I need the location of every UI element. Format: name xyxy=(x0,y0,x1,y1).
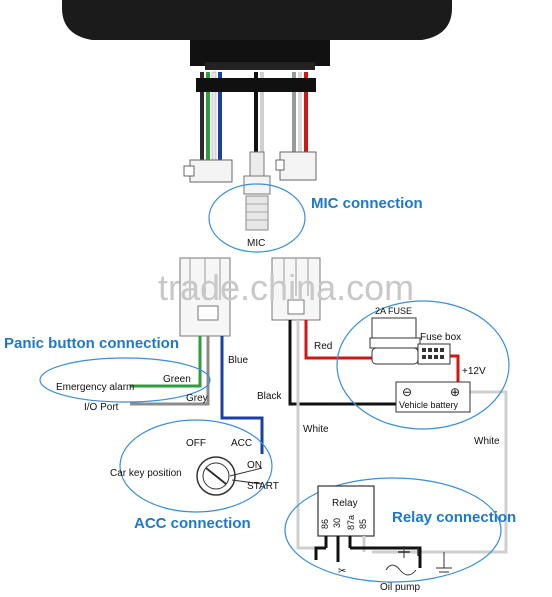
red-wire-label: Red xyxy=(314,341,332,352)
battery-plus-icon: ⊕ xyxy=(450,385,460,399)
tracker-device xyxy=(62,0,452,70)
battery-minus-icon: ⊖ xyxy=(402,385,412,399)
wire-white-right xyxy=(372,390,508,554)
watermark: trade.china.com xyxy=(158,267,414,308)
acc-circle xyxy=(119,419,273,513)
wire-white-left xyxy=(296,320,318,550)
wire-black xyxy=(288,320,398,406)
mic-circle xyxy=(208,183,306,253)
connector-left-top xyxy=(183,159,233,183)
io-port-label: I/O Port xyxy=(84,402,119,413)
white-wire-left-label: White xyxy=(303,424,329,435)
green-wire-label: Green xyxy=(163,374,191,385)
connector-right-mid xyxy=(271,257,321,321)
mic-plug xyxy=(243,151,271,195)
acc-label: ACC xyxy=(231,438,252,449)
relay-label: Relay xyxy=(332,498,358,509)
mic-label: MIC xyxy=(247,238,265,249)
plus12v-label: +12V xyxy=(462,366,486,377)
panic-circle xyxy=(39,357,211,403)
pin-87a-label: 87a xyxy=(346,515,356,530)
relay-circle xyxy=(284,477,502,583)
on-label: ON xyxy=(247,460,262,471)
fuse-box xyxy=(417,343,451,365)
ignition-switch xyxy=(196,456,263,496)
relay-block xyxy=(314,485,422,568)
car-key-position-label: Car key position xyxy=(110,468,182,479)
grey-wire-label: Grey xyxy=(186,393,208,404)
wire-red xyxy=(304,320,372,360)
blue-wire-label: Blue xyxy=(228,355,248,366)
oil-pump-label: Oil pump xyxy=(380,582,420,593)
ground-scissor-icon: ✂ xyxy=(338,566,346,577)
vehicle-battery-label: Vehicle battery xyxy=(399,400,459,410)
power-circle xyxy=(336,300,510,430)
start-label: START xyxy=(247,481,279,492)
pin-86-label: 86 xyxy=(320,519,330,529)
connector-right-top xyxy=(275,151,317,181)
pin-30-label: 30 xyxy=(332,518,342,528)
fuse-holder xyxy=(369,317,421,365)
pin-85-label: 85 xyxy=(358,519,368,529)
section-acc-connection: ACC connection xyxy=(134,515,251,532)
emergency-alarm-label: Emergency alarm xyxy=(56,382,134,393)
wire-grey xyxy=(130,336,210,406)
black-wire-label: Black xyxy=(257,391,282,402)
white-wire-right-label: White xyxy=(474,436,500,447)
vehicle-battery xyxy=(395,381,471,413)
wire-blue xyxy=(220,336,264,454)
connector-left-mid xyxy=(179,257,231,337)
off-label: OFF xyxy=(186,438,206,449)
section-relay-connection: Relay connection xyxy=(392,509,516,526)
fuse-label: 2A FUSE xyxy=(375,306,412,316)
mic-jack xyxy=(245,195,269,231)
fuse-box-label: Fuse box xyxy=(420,332,461,343)
section-mic-connection: MIC connection xyxy=(311,195,423,212)
cable-bundle xyxy=(196,71,316,165)
section-panic-button: Panic button connection xyxy=(4,335,179,352)
oil-pump xyxy=(385,546,452,576)
